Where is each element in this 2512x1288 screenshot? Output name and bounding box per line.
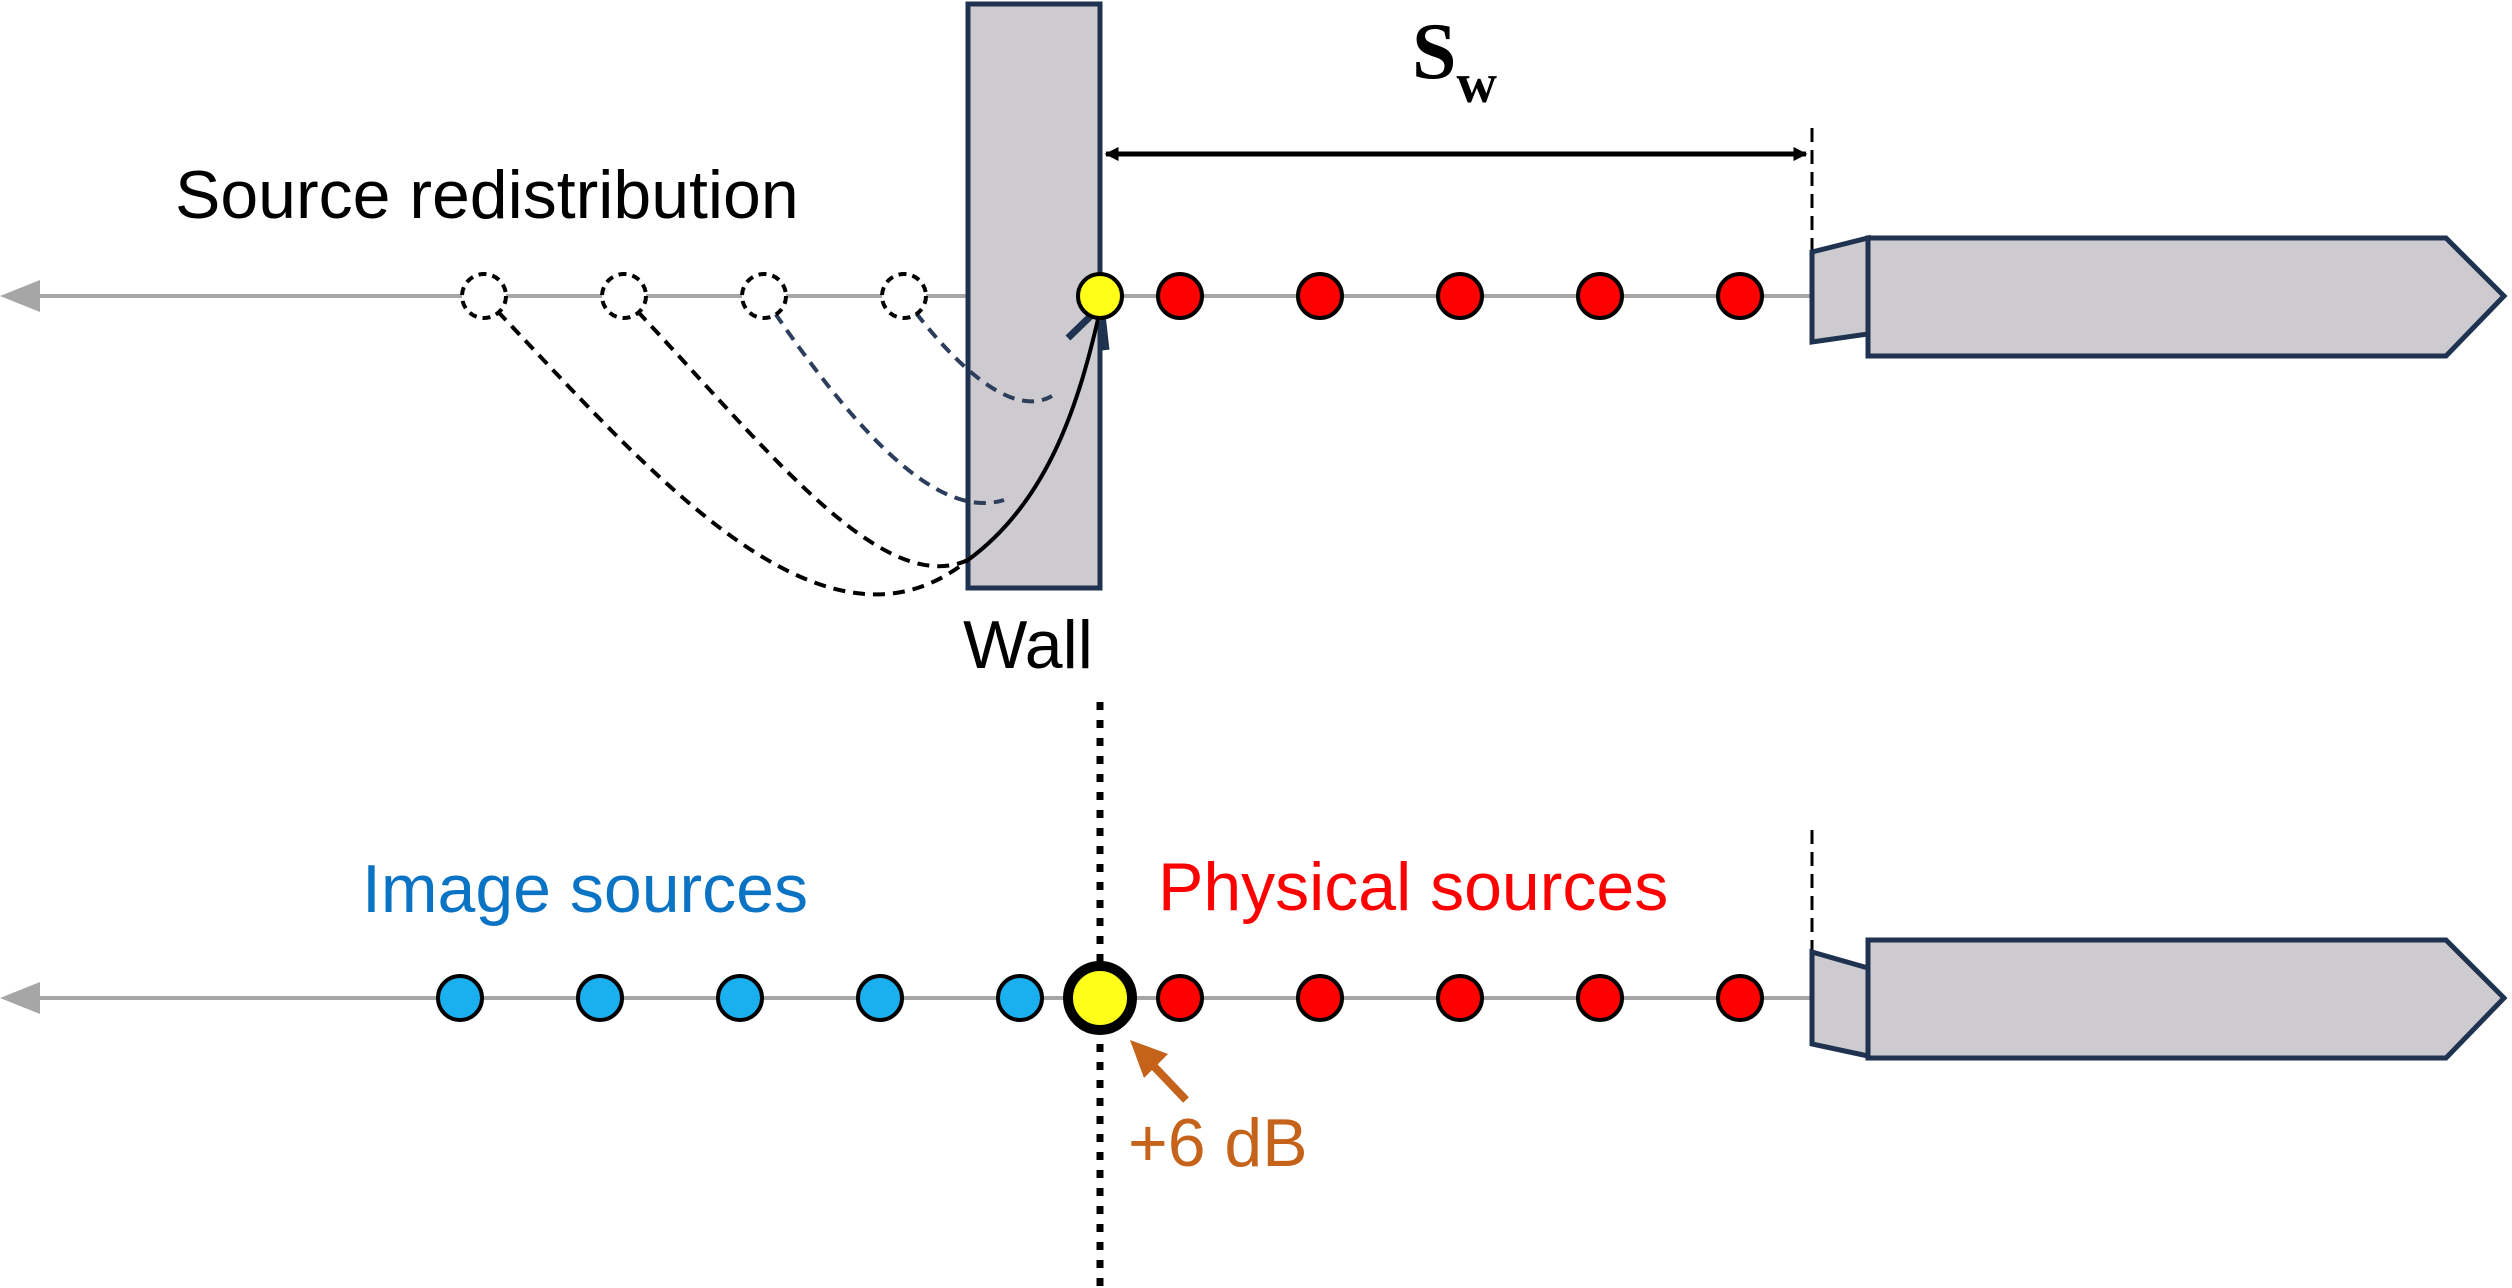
- top-axis-arrowhead: [0, 280, 40, 312]
- physical-source: [1156, 272, 1204, 320]
- physical-source: [1296, 272, 1344, 320]
- redistribution-arrow: [966, 305, 1103, 562]
- bottom-panel: Image sources Physical sources +6 dB: [0, 702, 2508, 1288]
- gain-label: +6 dB: [1128, 1105, 1308, 1181]
- redistributed-source: [600, 272, 648, 320]
- image-source: [436, 974, 484, 1022]
- redistribution-curve-4: [902, 295, 1053, 404]
- physical-source: [1576, 272, 1624, 320]
- bottom-vehicle-body: [1865, 937, 2508, 1061]
- redistribution-curve-1: [482, 295, 970, 597]
- sw-label-main: S: [1412, 8, 1457, 96]
- top-physical-sources: [1156, 272, 1764, 320]
- physical-source: [1576, 974, 1624, 1022]
- physical-source: [1716, 974, 1764, 1022]
- top-vehicle-body: [1865, 235, 2508, 359]
- physical-source: [1156, 974, 1204, 1022]
- bottom-physical-sources: [1156, 974, 1764, 1022]
- redistributed-source: [880, 272, 928, 320]
- physical-sources-label: Physical sources: [1158, 849, 1668, 925]
- sw-label: Sw: [1412, 8, 1498, 115]
- redistributed-source: [460, 272, 508, 320]
- redistribution-curve-3: [762, 295, 1005, 506]
- bottom-vehicle: [1809, 937, 2508, 1061]
- gain-pointer-arrowhead: [1130, 1040, 1168, 1078]
- image-source: [856, 974, 904, 1022]
- top-vehicle: [1809, 234, 2508, 359]
- image-source: [996, 974, 1044, 1022]
- redistribution-curve-2: [622, 295, 969, 569]
- source-redistribution-label: Source redistribution: [175, 157, 799, 233]
- image-sources: [436, 974, 1044, 1022]
- bottom-axis-arrowhead: [0, 982, 40, 1014]
- bottom-vehicle-nozzle: [1809, 948, 1871, 1060]
- sw-label-sub: w: [1457, 53, 1498, 115]
- top-vehicle-nozzle: [1809, 234, 1871, 345]
- redistributed-source: [740, 272, 788, 320]
- physical-source: [1296, 974, 1344, 1022]
- image-sources-label: Image sources: [362, 851, 808, 927]
- physical-source: [1716, 272, 1764, 320]
- top-panel: Wall Source redistribution Sw: [0, 1, 2508, 683]
- physical-source: [1436, 974, 1484, 1022]
- wall-label: Wall: [963, 607, 1093, 683]
- wall-source-top: [1076, 272, 1124, 320]
- redistributed-sources: [460, 272, 928, 320]
- wall-source-bottom: [1063, 961, 1137, 1035]
- image-source: [716, 974, 764, 1022]
- physical-source: [1436, 272, 1484, 320]
- redistribution-curves: [482, 295, 1053, 597]
- image-source: [576, 974, 624, 1022]
